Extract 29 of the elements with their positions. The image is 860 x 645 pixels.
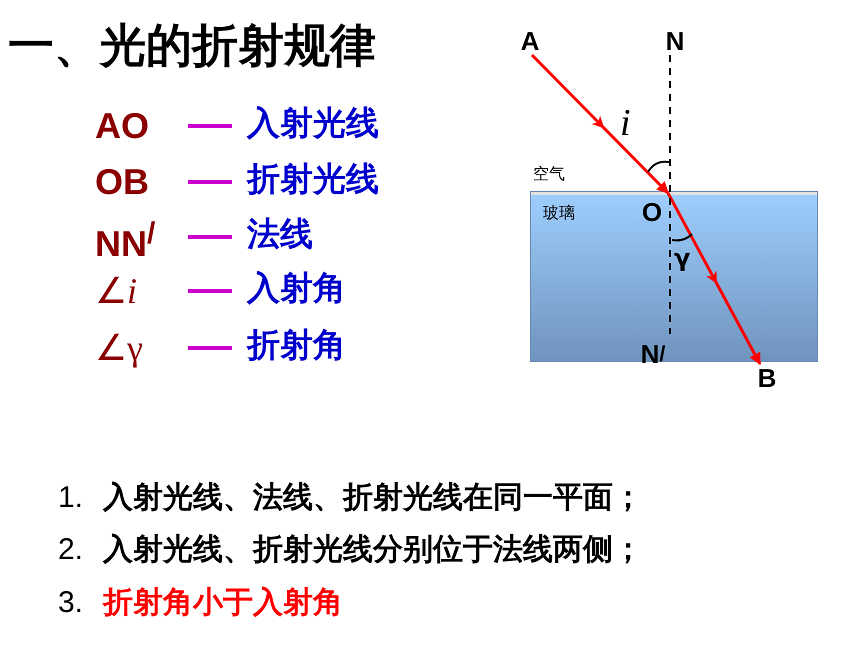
medium-label: 玻璃 <box>543 205 575 221</box>
point-label: N <box>662 27 688 55</box>
light-ray <box>530 54 670 194</box>
light-ray <box>666 192 762 365</box>
term-meaning: 入射角 <box>247 271 346 304</box>
term-symbol: ∠γ <box>95 330 143 366</box>
angle-label: γ <box>674 246 690 270</box>
list-number: 1. <box>58 483 84 513</box>
title: 一、光的折射规律 <box>8 22 376 68</box>
term-meaning: 法线 <box>247 217 313 250</box>
rule-text: 入射光线、折射光线分别位于法线两侧； <box>103 535 643 565</box>
angle-label: i <box>620 104 631 142</box>
rule-text: 入射光线、法线、折射光线在同一平面； <box>103 483 643 513</box>
term-meaning: 折射角 <box>247 328 346 361</box>
list-number: 3. <box>58 588 84 618</box>
term-symbol: OB <box>95 164 149 200</box>
term-symbol: ∠i <box>95 273 138 309</box>
list-number: 2. <box>58 535 84 565</box>
term-symbol: NN$^{/}$ <box>95 219 156 262</box>
medium-label: 空气 <box>533 166 565 182</box>
rule-text: 折射角小于入射角 <box>103 588 343 618</box>
normal-line <box>669 55 671 334</box>
point-label: O <box>638 198 666 226</box>
point-label: B <box>754 364 780 392</box>
point-label: A <box>517 27 543 55</box>
term-symbol: AO <box>95 108 149 144</box>
term-meaning: 折射光线 <box>247 162 379 195</box>
glass-block <box>531 192 817 361</box>
term-meaning: 入射光线 <box>247 106 379 139</box>
